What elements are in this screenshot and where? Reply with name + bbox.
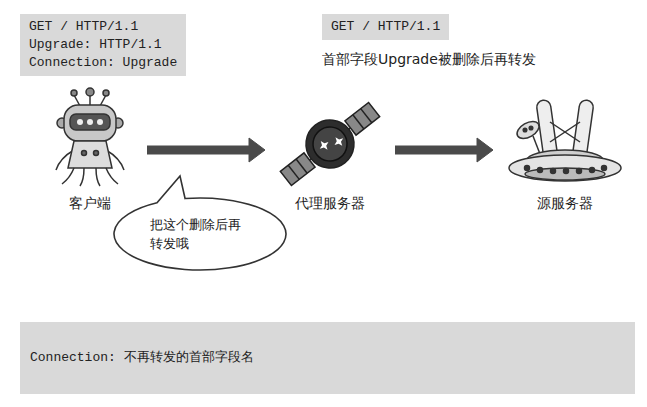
- header-line: Connection: Upgrade: [29, 54, 177, 72]
- flow-arrow: [395, 138, 493, 162]
- request-header-box: GET / HTTP/1.1Upgrade: HTTP/1.1Connectio…: [20, 14, 186, 76]
- origin-server-node: 源服务器: [500, 88, 630, 212]
- arrow-shaft: [147, 146, 251, 155]
- flow-arrow: [147, 138, 265, 162]
- header-line: GET / HTTP/1.1: [331, 18, 440, 36]
- caption-note: 首部字段Upgrade被删除后再转发: [322, 50, 536, 68]
- note-band: Connection: 不再转发的首部字段名: [20, 322, 635, 394]
- client-robot: [56, 88, 124, 186]
- node-text: 把这个删除后再转发哦: [150, 215, 250, 253]
- proxy-node: 代理服务器: [272, 88, 388, 212]
- speech-bubble: 把这个删除后再转发哦: [112, 196, 288, 272]
- client-node: 客户端: [40, 88, 140, 212]
- arrow-shaft: [395, 146, 479, 155]
- forwarded-request-box: GET / HTTP/1.1: [322, 14, 449, 40]
- proxy-satellite: [271, 91, 389, 198]
- node-text: 代理服务器: [295, 194, 365, 212]
- node-text: 客户端: [69, 194, 111, 212]
- header-line: GET / HTTP/1.1: [29, 18, 177, 36]
- bubble-shape: [114, 176, 286, 270]
- arrow-head: [249, 138, 265, 162]
- origin-server-ufo: [509, 99, 621, 181]
- node-text: Connection: 不再转发的首部字段名: [30, 349, 254, 367]
- bubble-outline: [112, 196, 288, 272]
- node-text: 源服务器: [537, 194, 593, 212]
- header-line: Upgrade: HTTP/1.1: [29, 36, 177, 54]
- arrow-head: [477, 138, 493, 162]
